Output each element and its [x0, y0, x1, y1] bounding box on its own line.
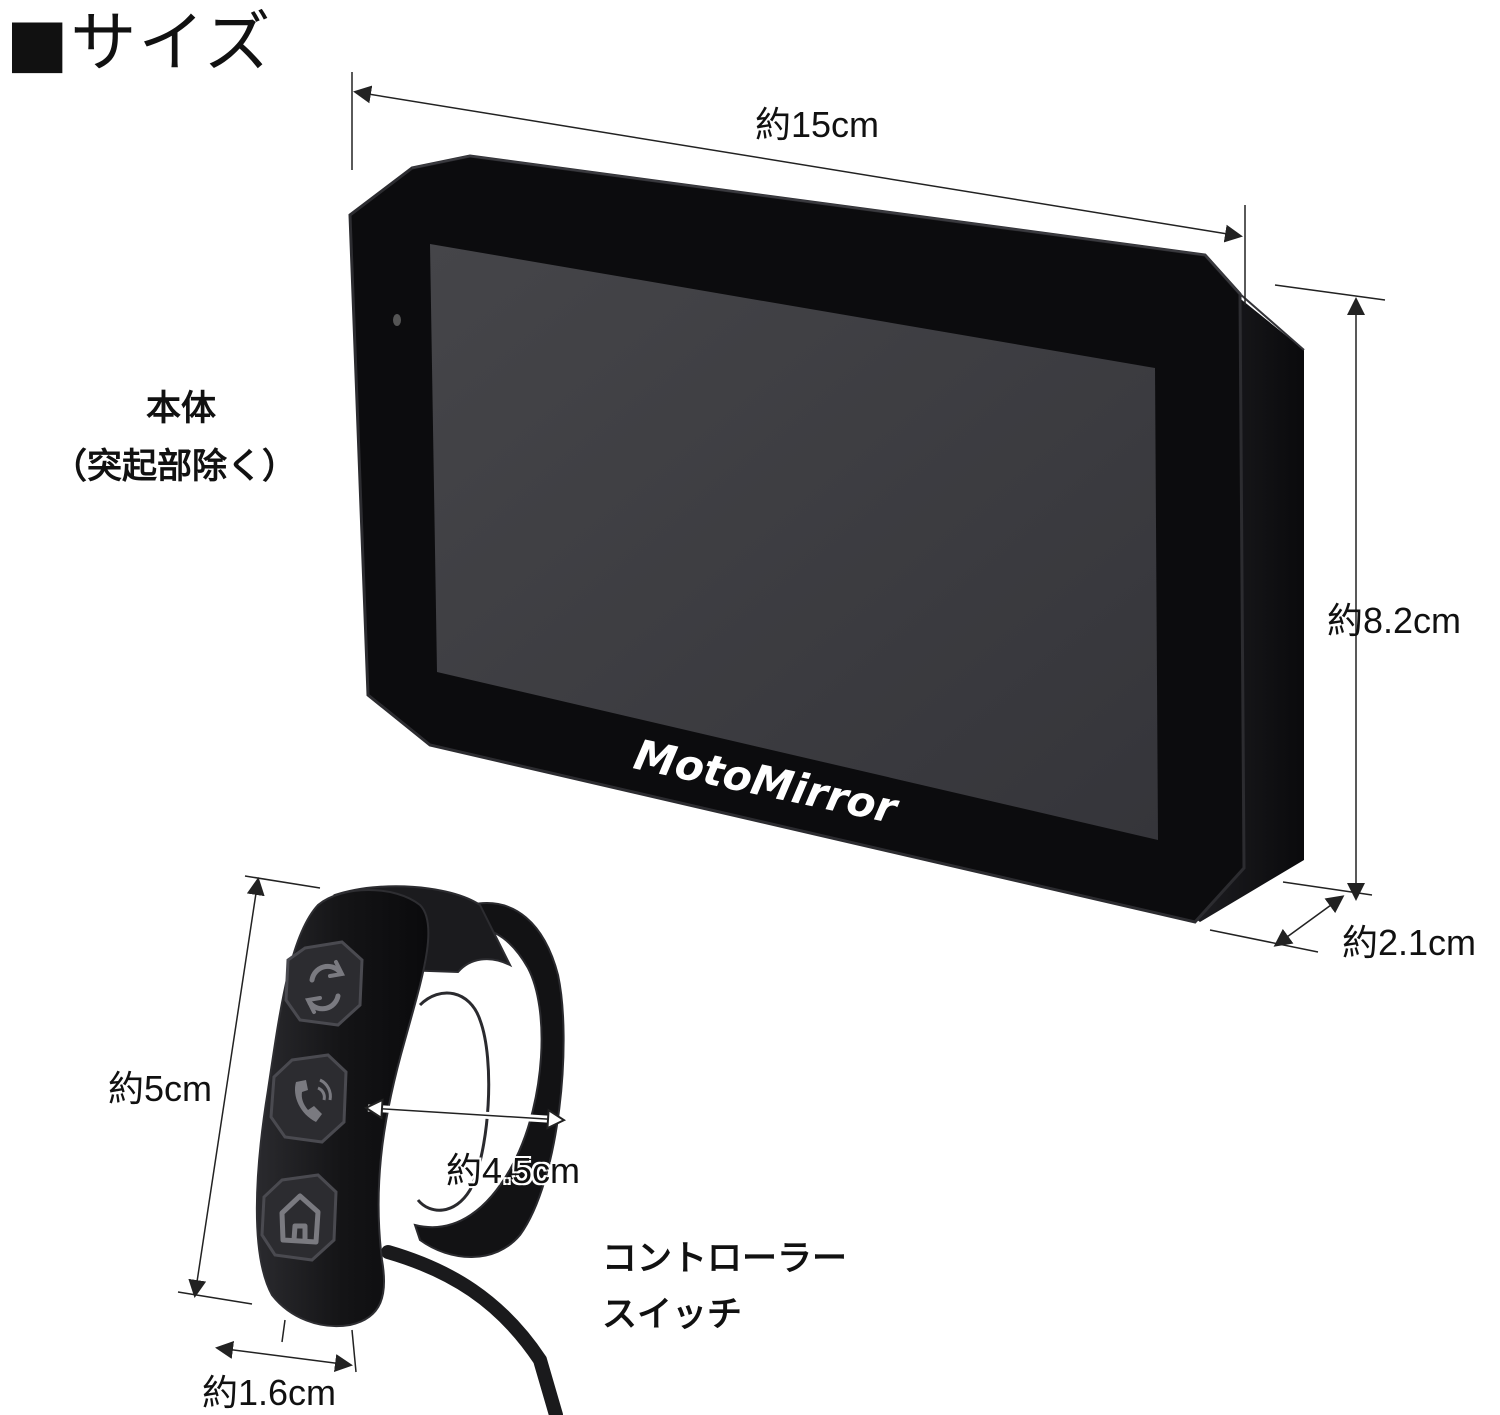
controller-dimension-lines	[177, 875, 357, 1373]
controller-label-line1: コントローラー	[602, 1239, 848, 1279]
controller-width-dimension: 約1.6cm	[202, 1372, 337, 1413]
refresh-button	[284, 940, 364, 1027]
home-button	[260, 1173, 338, 1262]
controller-cable	[381, 1245, 563, 1415]
controller-switch	[255, 885, 565, 1415]
display-unit: MotoMirror	[348, 154, 1305, 924]
page-title: ■サイズ	[6, 4, 273, 81]
controller-label-line2: スイッチ	[602, 1295, 743, 1335]
phone-button	[269, 1053, 348, 1144]
main-unit-label-line1: 本体	[146, 389, 217, 429]
display-height-dimension: 約8.2cm	[1327, 600, 1462, 641]
home-icon	[279, 1193, 321, 1245]
phone-icon	[294, 1078, 332, 1122]
display-depth-dimension: 約2.1cm	[1342, 922, 1477, 963]
display-screen	[430, 244, 1158, 840]
display-dimension-lines	[351, 72, 1386, 953]
controller-height-dimension: 約5cm	[108, 1068, 213, 1109]
controller-clamp	[413, 902, 565, 1258]
controller-inner-diameter-dimension: 約4.5cm	[446, 1150, 581, 1191]
sensor-dot	[393, 314, 401, 326]
main-unit-label-line2: （突起部除く）	[52, 447, 298, 487]
display-width-dimension: 約15cm	[755, 104, 880, 145]
refresh-icon	[305, 960, 345, 1014]
